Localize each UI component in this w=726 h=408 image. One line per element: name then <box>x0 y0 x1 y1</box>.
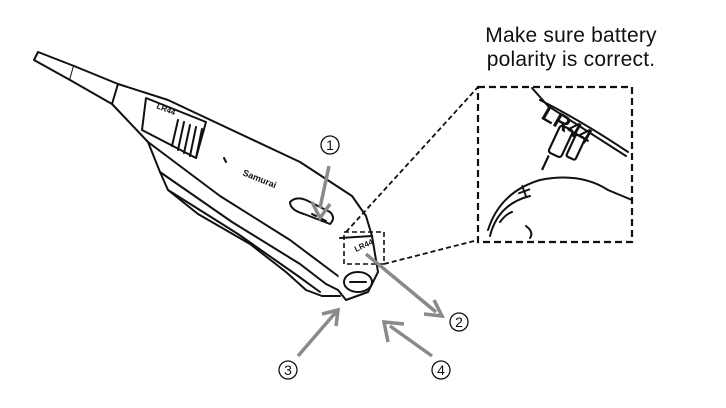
zoom-box <box>476 85 634 244</box>
tester-body <box>33 51 379 301</box>
callout-3-label: 3 <box>284 362 292 378</box>
arrow-3-head <box>321 307 341 327</box>
arrow-3 <box>296 310 338 358</box>
zoom-connector-bottom <box>383 239 479 265</box>
polarity-caption: Make sure battery polarity is correct. <box>436 24 706 72</box>
callout-2-label: 2 <box>455 314 463 330</box>
callout-arrows <box>296 165 446 358</box>
zoom-connector-top <box>345 86 479 233</box>
caption-line-2: polarity is correct. <box>486 48 656 71</box>
arrow-1 <box>318 165 331 209</box>
polarity-marks <box>541 124 586 171</box>
callout-4: 4 <box>431 360 451 380</box>
arrow-1-head <box>310 201 332 222</box>
brand-text: Samurai <box>241 168 278 191</box>
callout-1: 1 <box>320 135 340 155</box>
callout-3: 3 <box>278 360 298 380</box>
small-zoom-box <box>343 231 385 265</box>
callout-2: 2 <box>449 312 469 332</box>
battery-closeup <box>487 87 633 239</box>
arrow-4 <box>388 324 434 358</box>
arrow-2 <box>364 252 438 314</box>
callout-1-label: 1 <box>326 137 334 153</box>
caption-line-1: Make sure battery <box>485 24 657 47</box>
arrow-2-head <box>423 299 446 319</box>
arrow-4-head <box>381 320 405 343</box>
callout-4-label: 4 <box>437 362 445 378</box>
